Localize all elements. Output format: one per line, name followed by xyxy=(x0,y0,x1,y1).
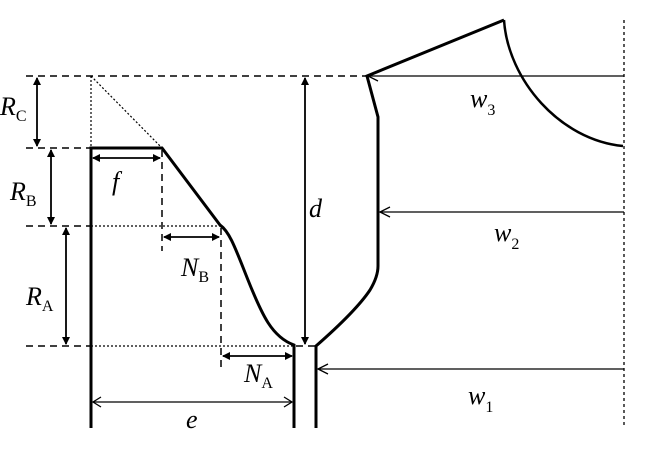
dotted-diagonal xyxy=(90,75,163,149)
label-e: e xyxy=(186,405,198,434)
left-piece-outline xyxy=(89,146,296,428)
label-nb: NB xyxy=(180,253,209,286)
label-f: f xyxy=(112,167,123,196)
label-w1: w1 xyxy=(468,381,493,416)
right-piece-outline xyxy=(314,18,505,428)
label-d: d xyxy=(309,194,323,223)
label-w2: w2 xyxy=(494,218,519,253)
guide-lines xyxy=(26,75,367,370)
label-rc: RC xyxy=(0,92,27,125)
e-arrow-heads xyxy=(91,396,294,408)
neck-curve xyxy=(502,19,624,148)
dotted-lines xyxy=(90,75,294,347)
label-w3: w3 xyxy=(470,84,495,119)
label-na: NA xyxy=(243,359,273,392)
label-ra: RA xyxy=(25,282,54,315)
dimension-arrows xyxy=(33,77,309,360)
label-rb: RB xyxy=(9,177,37,210)
